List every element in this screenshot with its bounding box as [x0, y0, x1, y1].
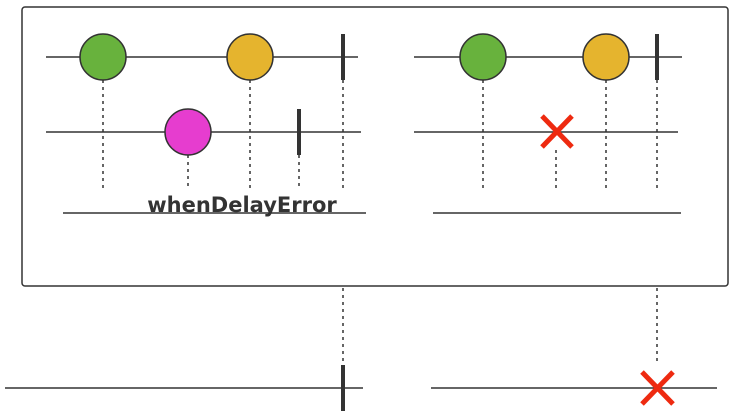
- right-scenario: [414, 33, 682, 214]
- marble-circle-icon: [164, 108, 212, 156]
- marble-circle-icon: [226, 33, 274, 81]
- error-x-icon: [540, 114, 574, 149]
- error-x-icon: [640, 370, 675, 406]
- marble-circle-icon: [582, 33, 630, 81]
- marble-circle-icon: [79, 33, 127, 81]
- operator-box: [21, 6, 729, 287]
- marble-circle-icon: [459, 33, 507, 81]
- left-scenario: whenDelayError: [46, 33, 366, 217]
